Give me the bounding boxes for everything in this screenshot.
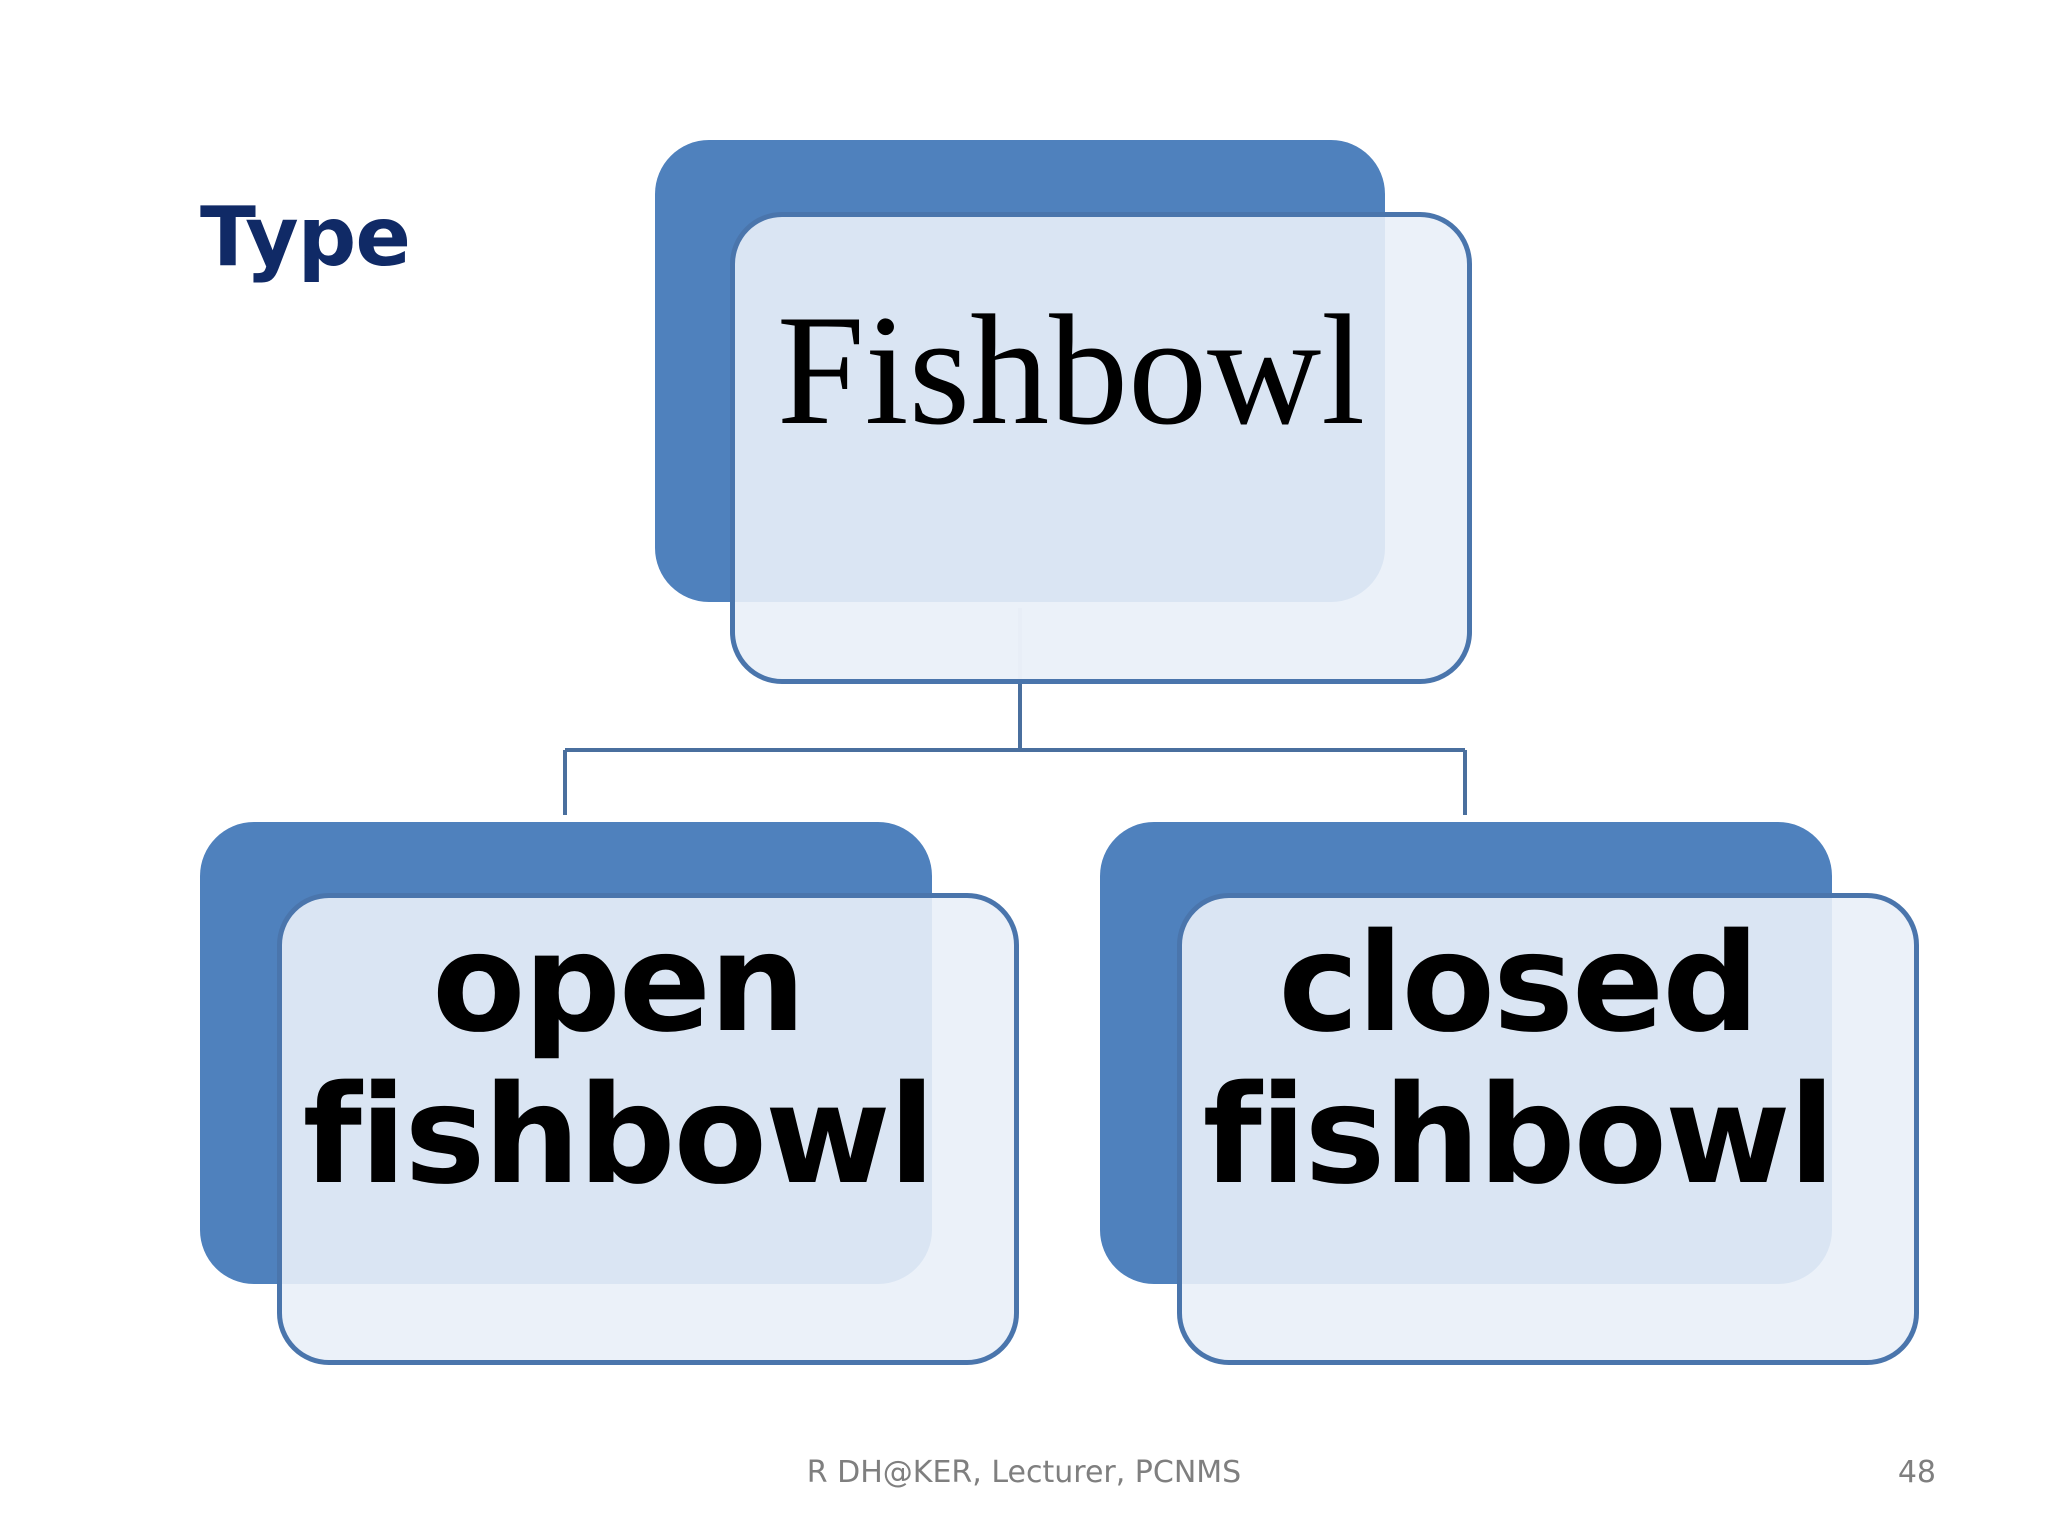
- child-node-closed-line2: fishbowl: [1202, 1057, 1836, 1215]
- child-node-open-line2: fishbowl: [302, 1057, 936, 1215]
- child-node-open: open fishbowl: [277, 893, 1019, 1365]
- slide-title: Type: [200, 190, 411, 285]
- root-node: Fishbowl: [730, 212, 1472, 684]
- slide-footer: R DH@KER, Lecturer, PCNMS: [806, 1455, 1242, 1490]
- child-node-closed: closed fishbowl: [1177, 893, 1919, 1365]
- root-node-label: Fishbowl: [776, 282, 1366, 458]
- page-number: 48: [1897, 1455, 1936, 1490]
- child-node-closed-line1: closed: [1278, 904, 1759, 1063]
- child-node-open-line1: open: [432, 904, 806, 1063]
